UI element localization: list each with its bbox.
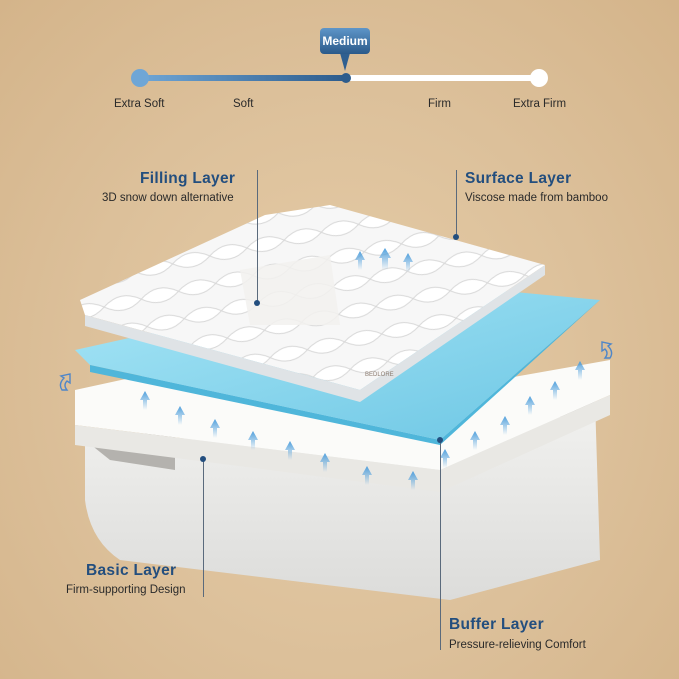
curved-arrow-right-icon [601,341,613,359]
scale-current-marker [341,73,351,83]
basic-layer-title: Basic Layer [86,562,177,579]
surface-layer-marker [453,234,459,240]
buffer-layer-description: Pressure-relieving Comfort [449,639,586,651]
buffer-layer-title: Buffer Layer [449,616,544,633]
firmness-scale: Medium Extra Soft Soft Firm Extra Firm [0,0,679,130]
basic-layer-marker [200,456,206,462]
buffer-layer-marker [437,437,443,443]
airflow-arrows-top [355,248,413,272]
surface-layer-description: Viscose made from bamboo [465,192,608,204]
scale-track-filled [140,75,346,81]
basic-layer-description: Firm-supporting Design [66,584,186,596]
filling-layer-description: 3D snow down alternative [102,192,234,204]
current-firmness-badge: Medium [320,28,370,54]
scale-start-knob [131,69,149,87]
scale-label-firm: Firm [428,98,451,110]
brand-logo: BEDLORE [365,372,394,378]
basic-layer-leader-line [203,459,204,597]
filling-layer-title: Filling Layer [140,170,236,187]
surface-layer-title: Surface Layer [465,170,572,187]
scale-label-extra-soft: Extra Soft [114,98,165,110]
scale-end-knob [530,69,548,87]
filling-layer-marker [254,300,260,306]
filling-layer-leader-line [257,170,258,303]
buffer-layer-leader-line [440,440,441,650]
scale-label-extra-firm: Extra Firm [513,98,567,110]
indicator-pointer-icon [340,53,350,71]
airflow-arrows-side [140,361,585,490]
scale-track-empty [346,75,540,81]
surface-quilted-topper [80,205,545,402]
curved-arrow-left-icon [59,373,71,391]
scale-label-soft: Soft [233,98,254,110]
surface-layer-leader-line [456,170,457,236]
